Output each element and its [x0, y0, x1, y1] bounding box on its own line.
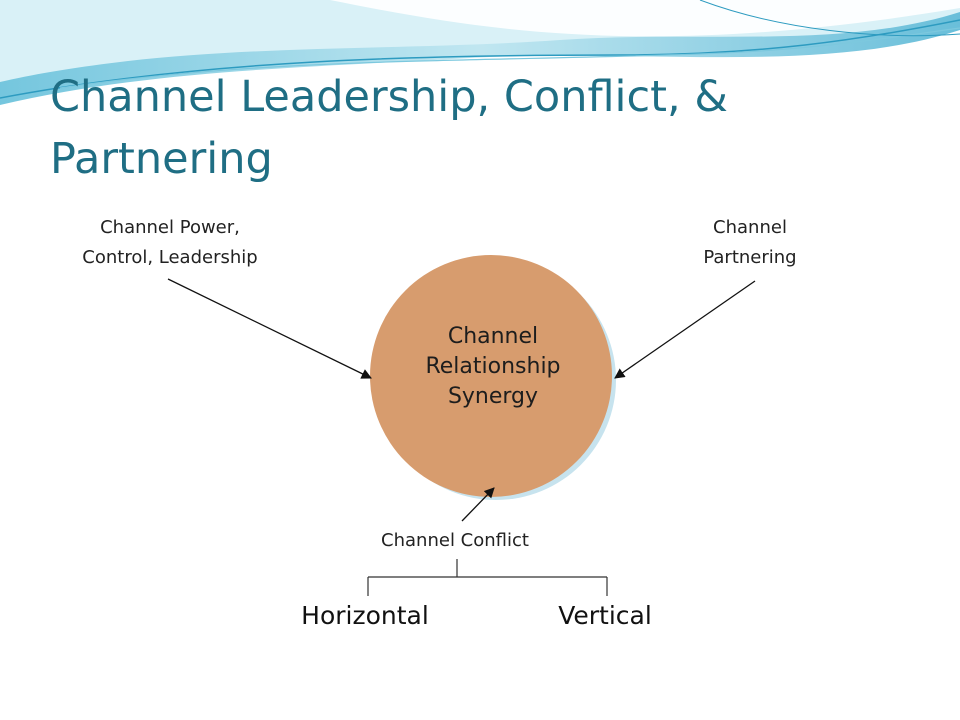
arrow-partnering-to-synergy: [614, 280, 756, 379]
slide-title: Channel Leadership, Conflict, & Partneri…: [50, 72, 728, 184]
arrow-conflict-to-synergy: [461, 487, 495, 522]
label-channel-partnering: Channel Partnering: [703, 217, 797, 268]
label-relationship-synergy: Channel Relationship Synergy: [425, 324, 561, 409]
conflict-branch-bracket: [367, 559, 608, 596]
label-vertical: Vertical: [558, 601, 652, 630]
label-horizontal: Horizontal: [301, 601, 429, 630]
header-wave-decoration: [0, 0, 960, 105]
synergy-circle: [370, 255, 612, 497]
arrow-power-to-synergy: [167, 278, 372, 379]
label-channel-power: Channel Power, Control, Leadership: [82, 217, 258, 268]
label-channel-conflict: Channel Conflict: [381, 530, 529, 551]
